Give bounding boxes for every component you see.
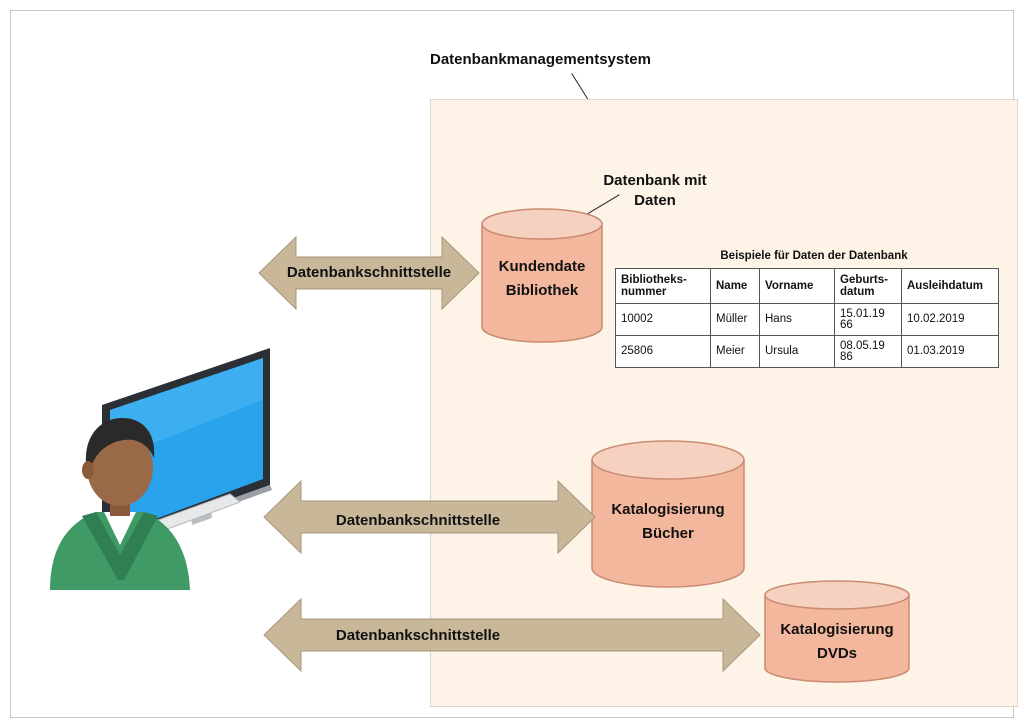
- cylinder-icon: [481, 208, 603, 343]
- cell-ausleihdatum: 01.03.2019: [901, 335, 999, 368]
- database-dvds[interactable]: Katalogisierung DVDs: [764, 580, 910, 683]
- db-callout-label: Datenbank mit Daten: [595, 171, 715, 211]
- interface-arrow-2: [263, 480, 596, 554]
- cell-vorname: Hans: [759, 303, 835, 336]
- db2-line2: Bücher: [642, 525, 694, 542]
- database-kundendaten[interactable]: Kundendate Bibliothek: [481, 208, 603, 343]
- example-data-table: Bibliotheks-nummer Name Vorname Geburts-…: [615, 268, 999, 368]
- header-geburtsdatum: Geburts-datum: [834, 268, 902, 304]
- db2-line1: Katalogisierung: [611, 501, 725, 518]
- table-header-row: Bibliotheks-nummer Name Vorname Geburts-…: [615, 268, 999, 304]
- cell-name: Meier: [710, 335, 760, 368]
- interface-label-2: Datenbankschnittstelle: [335, 512, 501, 529]
- db3-line2: DVDs: [816, 645, 857, 662]
- db-callout-line2: Daten: [634, 192, 676, 209]
- header-name: Name: [710, 268, 760, 304]
- database-buecher-label: Katalogisierung Bücher: [591, 498, 745, 546]
- header-bibliotheksnummer: Bibliotheks-nummer: [615, 268, 711, 304]
- table-title: Beispiele für Daten der Datenbank: [720, 250, 908, 262]
- db3-line1: Katalogisierung: [780, 621, 894, 638]
- header-vorname: Vorname: [759, 268, 835, 304]
- interface-label-3: Datenbankschnittstelle: [335, 627, 501, 644]
- monitor-icon: [102, 348, 272, 550]
- interface-label-1: Datenbankschnittstelle: [286, 264, 452, 281]
- cell-ausleihdatum: 10.02.2019: [901, 303, 999, 336]
- dbms-title: Datenbankmanagementsystem: [430, 51, 651, 68]
- interface-arrow-1: [258, 236, 480, 310]
- header-ausleihdatum: Ausleihdatum: [901, 268, 999, 304]
- interface-arrow-3: [263, 598, 761, 672]
- db-callout-line1: Datenbank mit: [603, 172, 707, 189]
- cylinder-icon: [764, 580, 910, 683]
- cell-nummer: 10002: [615, 303, 711, 336]
- database-dvds-label: Katalogisierung DVDs: [764, 618, 910, 666]
- database-buecher[interactable]: Katalogisierung Bücher: [591, 440, 745, 588]
- cell-vorname: Ursula: [759, 335, 835, 368]
- cell-nummer: 25806: [615, 335, 711, 368]
- cell-name: Müller: [710, 303, 760, 336]
- user-icon: [50, 418, 190, 590]
- db1-line2: Bibliothek: [505, 282, 579, 299]
- database-kundendaten-label: Kundendate Bibliothek: [481, 255, 603, 303]
- db1-line1: Kundendate: [498, 258, 586, 275]
- user-at-monitor-icon: [50, 348, 272, 590]
- cylinder-icon: [591, 440, 745, 588]
